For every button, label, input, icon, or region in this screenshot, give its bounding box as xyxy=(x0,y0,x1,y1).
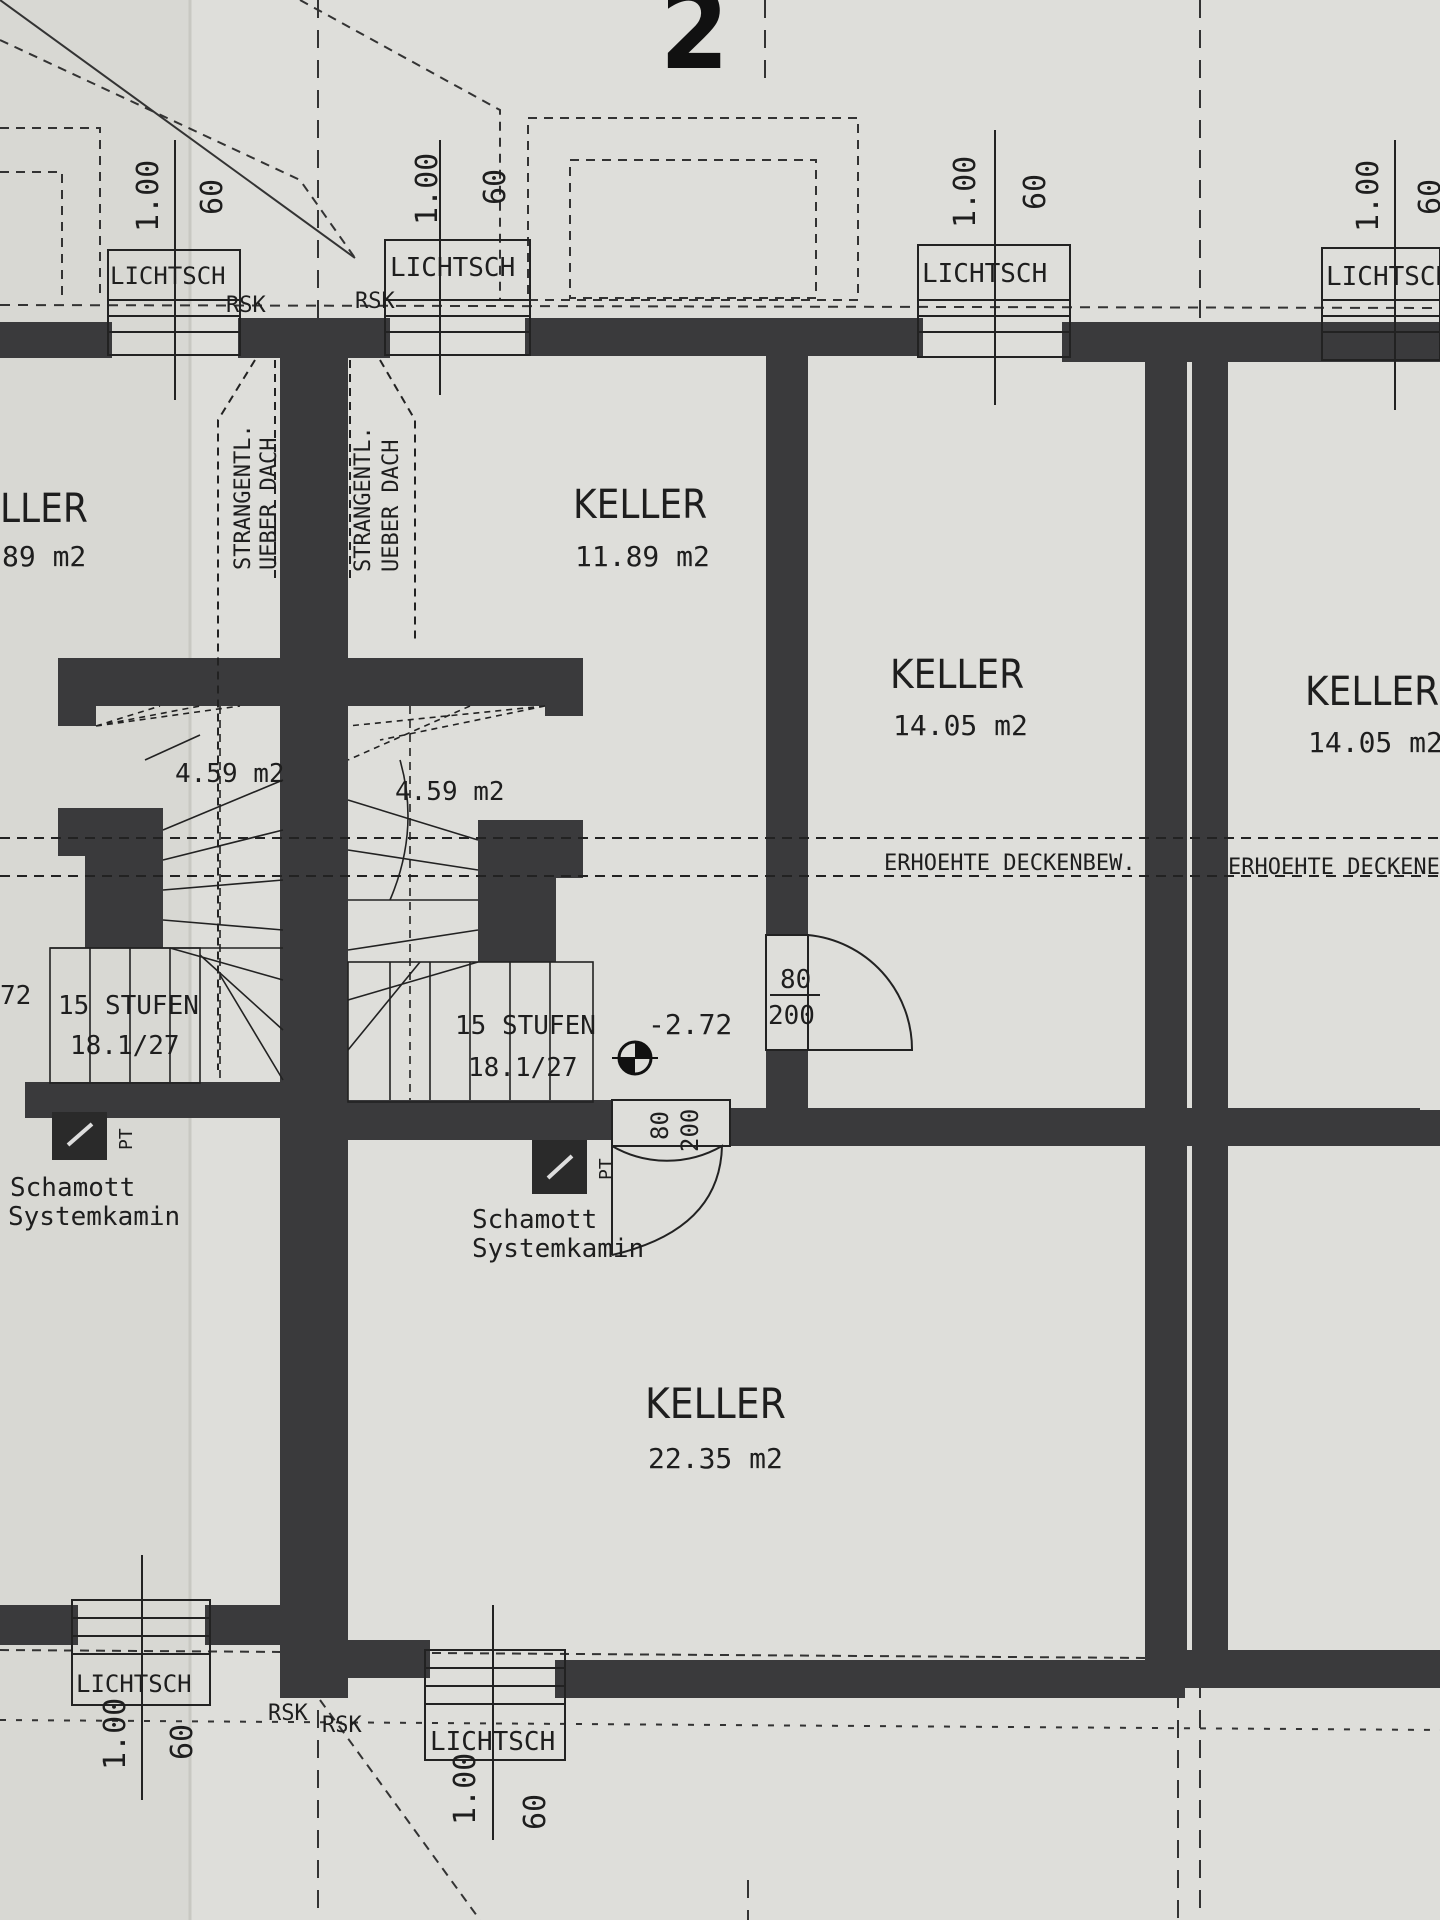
light-well-label-6: LICHTSCH xyxy=(430,1727,555,1757)
chimney-right-line2: Systemkamin xyxy=(472,1234,644,1264)
room-name-2: KELLER xyxy=(890,652,1024,698)
chimney-left-tag: PT xyxy=(116,1128,137,1150)
roof-edge-line xyxy=(0,0,356,259)
staircase-left xyxy=(49,705,284,1084)
rsk-label-2: RSK xyxy=(355,289,395,314)
door2-height: 200 xyxy=(676,1109,704,1152)
room-name-5: KELLER xyxy=(1305,669,1439,715)
level-label-left: 72 xyxy=(0,981,31,1011)
room-area-3: 22.35 m2 xyxy=(648,1442,783,1475)
walls xyxy=(0,318,1440,1698)
dim-b-5: 60 xyxy=(165,1724,200,1760)
dim-b-6: 60 xyxy=(518,1794,553,1830)
chimney-left-mark xyxy=(66,1122,94,1147)
dim-a-5: 1.00 xyxy=(98,1698,133,1770)
light-well-label-2: LICHTSCH xyxy=(390,253,515,283)
light-well-label-3: LICHTSCH xyxy=(922,259,1047,289)
dim-a-4: 1.00 xyxy=(1351,160,1386,232)
light-well-label-1: LICHTSCH xyxy=(110,262,226,290)
stair-left-area: 4.59 m2 xyxy=(175,759,285,789)
light-well-label-4: LICHTSCH xyxy=(1326,262,1440,292)
level-marker-icon xyxy=(612,1040,658,1076)
dim-a-3: 1.00 xyxy=(948,156,983,228)
stair-left-ratio: 18.1/27 xyxy=(70,1031,180,1061)
room-area-4: 89 m2 xyxy=(2,540,86,573)
chimney-right-mark xyxy=(546,1154,574,1180)
room-name-4: LLER xyxy=(0,486,88,532)
level-label: -2.72 xyxy=(648,1008,732,1041)
doors xyxy=(611,934,914,1256)
ceiling-line xyxy=(0,837,1440,877)
sheet-number: 2 xyxy=(660,0,729,94)
ceiling-note: ERHOEHTE DECKENBEW. xyxy=(884,851,1136,876)
dimension-lines xyxy=(141,130,1396,1840)
drain-note-left-1: STRANGENTL. xyxy=(231,424,256,570)
chimney-left-line1: Schamott xyxy=(10,1173,135,1203)
rsk-label-4: RSK xyxy=(322,1713,362,1738)
chimney-left-line2: Systemkamin xyxy=(8,1202,180,1232)
door1-height: 200 xyxy=(768,1001,815,1031)
room-area-2: 14.05 m2 xyxy=(893,709,1028,742)
stair-right-steps: 15 STUFEN xyxy=(455,1011,596,1041)
door1-width: 80 xyxy=(780,965,811,995)
dim-a-1: 1.00 xyxy=(131,160,166,232)
room-area-5: 14.05 m2 xyxy=(1308,726,1440,759)
room-name-3: KELLER xyxy=(645,1379,786,1428)
room-name-1: KELLER xyxy=(573,482,707,528)
drain-note-left-2: UEBER DACH xyxy=(257,438,282,570)
dim-b-4: 60 xyxy=(1413,179,1440,215)
dim-a-2: 1.00 xyxy=(410,153,445,225)
dim-b-2: 60 xyxy=(478,169,513,205)
staircase-right xyxy=(347,705,594,1103)
dim-a-6: 1.00 xyxy=(448,1753,483,1825)
room-area-1: 11.89 m2 xyxy=(575,540,710,573)
drain-note-right-2: UEBER DACH xyxy=(379,440,404,572)
rsk-label-3: RSK xyxy=(268,1701,308,1726)
rsk-label-1: RSK xyxy=(226,293,266,318)
stair-left-steps: 15 STUFEN xyxy=(58,991,199,1021)
chimney-right-tag: PT xyxy=(596,1158,617,1180)
door2-width: 80 xyxy=(646,1111,674,1140)
stair-right-ratio: 18.1/27 xyxy=(468,1053,578,1083)
drain-shafts xyxy=(217,359,416,1070)
chimney-right-line1: Schamott xyxy=(472,1205,597,1235)
drain-note-right-1: STRANGENTL. xyxy=(351,426,376,572)
light-well-label-5: LICHTSCH xyxy=(76,1670,192,1698)
dim-b-3: 60 xyxy=(1018,174,1053,210)
ceiling-note-right: ERHOEHTE DECKENE xyxy=(1228,855,1440,880)
stair-right-area: 4.59 m2 xyxy=(395,777,505,807)
dim-b-1: 60 xyxy=(195,179,230,215)
